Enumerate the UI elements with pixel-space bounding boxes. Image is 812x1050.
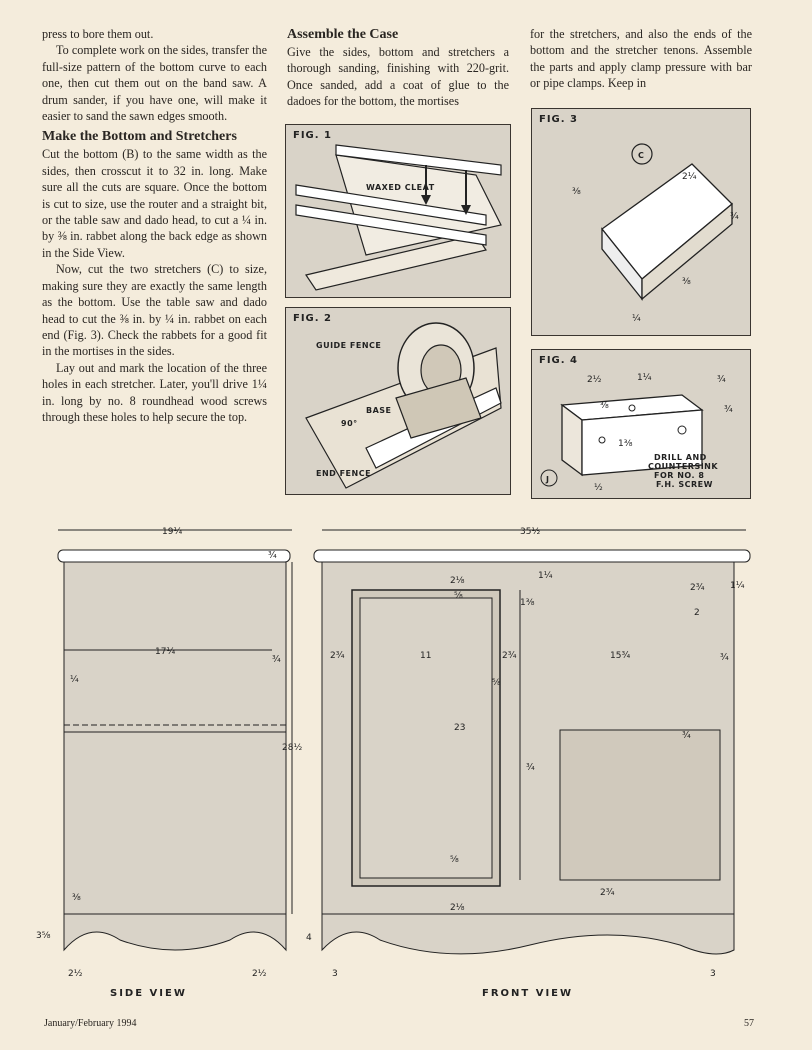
figure-label: FIG. 3 bbox=[539, 114, 578, 125]
dimension: ¾ bbox=[272, 655, 281, 665]
column-2: Assemble the Case Give the sides, bottom… bbox=[287, 26, 509, 110]
dimension: 3 bbox=[332, 969, 338, 979]
view-title: SIDE VIEW bbox=[110, 988, 187, 999]
dimension: 2½ bbox=[252, 969, 267, 979]
dimension: ½ bbox=[594, 483, 603, 493]
figure-2: FIG. 2 GUIDE FENCE BASE 90° END FENCE bbox=[285, 307, 511, 495]
figure-note: WAXED CLEAT bbox=[366, 183, 435, 192]
elevation-drawings: 19¼ 17¼ ¾ ¾ ¼ 28½ ⅜ 3⅝ 2½ 2½ SIDE VIEW 3… bbox=[36, 527, 751, 999]
note-line: DRILL AND bbox=[654, 453, 707, 462]
dimension: 2¾ bbox=[690, 583, 705, 593]
dimension: ⅜ bbox=[72, 893, 81, 903]
part-label: C bbox=[638, 151, 644, 160]
dimension: 28½ bbox=[282, 743, 302, 753]
dimension: 2 bbox=[694, 608, 700, 618]
dimension: ⅝ bbox=[450, 855, 459, 865]
figure-label: FIG. 2 bbox=[293, 313, 332, 324]
paragraph: Now, cut the two stretchers (C) to size,… bbox=[42, 262, 267, 359]
section-heading: Make the Bottom and Stretchers bbox=[42, 129, 237, 145]
figure-1-drawing: WAXED CLEAT bbox=[295, 144, 502, 291]
dimension: ¾ bbox=[526, 763, 535, 773]
note-line: COUNTERSINK bbox=[648, 462, 718, 471]
dimension: ¾ bbox=[268, 551, 277, 561]
dimension: 19¼ bbox=[162, 527, 182, 537]
dimension: 1¼ bbox=[730, 581, 745, 591]
dimension: ¾ bbox=[717, 375, 726, 385]
note-line: FOR NO. 8 bbox=[654, 471, 704, 480]
dimension: 3 bbox=[710, 969, 716, 979]
front-view: 35½ 11 23 2⅛ ⅝ 1¼ 1⅜ 2¾ 2¾ ⅝ 15¾ ¾ 2¾ 1¼… bbox=[306, 527, 751, 999]
dimension: 2¾ bbox=[502, 651, 517, 661]
paragraph: Cut the bottom (B) to the same width as … bbox=[42, 147, 267, 260]
end-fence-label: END FENCE bbox=[316, 469, 371, 478]
figure-3: FIG. 3 C 2¼ ⅜ ¾ ⅜ ¼ bbox=[531, 108, 751, 336]
figure-1: FIG. 1 WAXED CLEAT bbox=[285, 124, 511, 298]
part-label: J bbox=[545, 475, 549, 484]
section-heading: Assemble the Case bbox=[287, 27, 399, 42]
column-3: for the stretchers, and also the ends of… bbox=[530, 26, 752, 92]
dimension: 23 bbox=[454, 723, 465, 733]
dimension: 4 bbox=[306, 933, 312, 943]
dimension: ¾ bbox=[720, 653, 729, 663]
paragraph: Lay out and mark the location of the thr… bbox=[42, 360, 267, 424]
dimension: 2¾ bbox=[600, 888, 615, 898]
dimension: 1⅜ bbox=[520, 598, 535, 608]
dimension: 2⅛ bbox=[450, 903, 465, 913]
footer-date: January/February 1994 bbox=[44, 1018, 137, 1029]
dimension: 2½ bbox=[587, 375, 602, 385]
dimension: 2¾ bbox=[330, 651, 345, 661]
paragraph: for the stretchers, and also the ends of… bbox=[530, 27, 752, 91]
dimension: ¾ bbox=[730, 212, 739, 222]
dimension: 1¼ bbox=[538, 571, 553, 581]
paragraph: Give the sides, bottom and stretchers a … bbox=[287, 45, 509, 109]
angle-label: 90° bbox=[341, 419, 358, 428]
dimension: ⅜ bbox=[600, 401, 609, 411]
dimension: 1⅜ bbox=[618, 439, 633, 449]
column-1: press to bore them out. To complete work… bbox=[42, 26, 267, 425]
dimension: 1¼ bbox=[637, 373, 652, 383]
base-label: BASE bbox=[366, 406, 392, 415]
dimension: 35½ bbox=[520, 527, 540, 537]
figure-3-drawing: C 2¼ ⅜ ¾ ⅜ ¼ bbox=[572, 143, 739, 324]
side-view: 19¼ 17¼ ¾ ¾ ¼ 28½ ⅜ 3⅝ 2½ 2½ SIDE VIEW bbox=[36, 527, 302, 999]
paragraph: To complete work on the sides, transfer … bbox=[42, 43, 267, 124]
dimension: ¾ bbox=[682, 731, 691, 741]
paragraph: press to bore them out. bbox=[42, 27, 154, 41]
figure-4: FIG. 4 J 2½ 1¼ ¾ ⅜ ¾ 1⅜ ½ DRILL AND COUN… bbox=[531, 349, 751, 499]
dimension: 2¼ bbox=[682, 172, 697, 182]
dimension: ¼ bbox=[632, 314, 641, 324]
dimension: 2⅛ bbox=[450, 576, 465, 586]
dimension: ⅜ bbox=[682, 277, 691, 287]
figure-label: FIG. 4 bbox=[539, 355, 578, 366]
figure-2-drawing: GUIDE FENCE BASE 90° END FENCE bbox=[305, 322, 502, 489]
page-number: 57 bbox=[744, 1018, 754, 1029]
view-title: FRONT VIEW bbox=[482, 988, 573, 999]
dimension: 17¼ bbox=[155, 647, 175, 657]
note-line: F.H. SCREW bbox=[656, 480, 713, 489]
dimension: ¼ bbox=[70, 675, 79, 685]
dimension: ⅝ bbox=[454, 591, 463, 601]
guide-label: GUIDE FENCE bbox=[316, 341, 381, 350]
dimension: ⅝ bbox=[492, 678, 501, 688]
dimension: 11 bbox=[420, 651, 431, 661]
figure-label: FIG. 1 bbox=[293, 130, 332, 141]
dimension: 2½ bbox=[68, 969, 83, 979]
dimension: ¾ bbox=[724, 405, 733, 415]
dimension: 3⅝ bbox=[36, 931, 51, 941]
dimension: ⅜ bbox=[572, 187, 581, 197]
dimension: 15¾ bbox=[610, 651, 630, 661]
figure-4-drawing: J 2½ 1¼ ¾ ⅜ ¾ 1⅜ ½ DRILL AND COUNTERSINK… bbox=[540, 373, 733, 493]
